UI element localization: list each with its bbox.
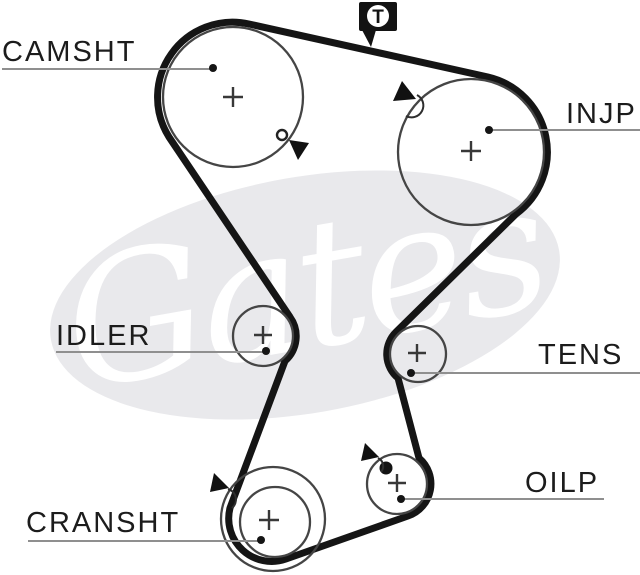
- oil-pump-leader-dot: [397, 495, 405, 503]
- timing-belt-path: [154, 18, 551, 565]
- idler-center-cross: [254, 326, 272, 344]
- gates-watermark: Gates: [49, 145, 560, 430]
- injection-pump-leader-dot: [485, 126, 493, 134]
- label-oil-pump: OILP: [525, 467, 599, 499]
- tensioner-pulley: [388, 324, 448, 384]
- watermark-oval: [50, 170, 560, 420]
- crankshaft-pulley-inner: [238, 485, 312, 559]
- timing-mark-flag: T: [359, 2, 397, 47]
- tensioner-leader-dot: [407, 369, 415, 377]
- camshaft-timing-mark-circle: [275, 128, 289, 142]
- label-crankshaft: CRANSHT: [26, 507, 180, 539]
- label-idler: IDLER: [56, 320, 151, 352]
- timing-flag-circle: [367, 5, 389, 27]
- camshaft-rotation-arrow-icon: [289, 140, 309, 160]
- camshaft-leader-dot: [209, 64, 217, 72]
- crankshaft-rotation-arrow-icon: [210, 473, 237, 509]
- oil-pump-center-cross: [388, 474, 406, 492]
- label-injection-pump: INJP: [566, 98, 637, 130]
- crankshaft-center-cross: [259, 510, 279, 530]
- idler-leader-dot: [262, 347, 270, 355]
- watermark-gates-text: Gates: [49, 145, 559, 430]
- crankshaft-pulley-outer: [219, 465, 327, 573]
- label-tensioner: TENS: [538, 339, 623, 371]
- oil-pump-pulley: [365, 452, 429, 516]
- tensioner-center-cross: [408, 344, 426, 362]
- camshaft-center-cross: [223, 87, 243, 107]
- injection-pump-rotation-arrow-icon: [393, 81, 425, 119]
- camshaft-pulley: [161, 25, 305, 169]
- oil-pump-timing-mark-dot: [379, 461, 393, 475]
- injection-pump-center-cross: [461, 141, 481, 161]
- timing-flag-letter: T: [372, 7, 384, 28]
- timing-flag-pointer: [362, 30, 376, 47]
- crankshaft-leader-dot: [257, 536, 265, 544]
- label-camshaft: CAMSHT: [2, 36, 136, 68]
- injection-pump-pulley: [396, 77, 546, 227]
- idler-pulley: [231, 304, 295, 368]
- oil-pump-rotation-arrow-icon: [361, 443, 385, 473]
